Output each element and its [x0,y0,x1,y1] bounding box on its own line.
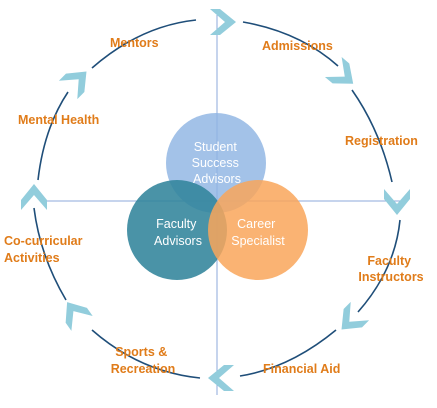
ring-arc-top-left [91,19,197,69]
chevron-left-icon [208,365,234,391]
cycle-ring [33,19,401,379]
career-specialist-circle [208,180,308,280]
chevron-down-left-icon [341,301,370,330]
chevron-up-icon [21,184,47,210]
ring-arc-upper-right [351,89,393,183]
ring-arc-upper-left [37,91,69,181]
stage-label-co-curricular-activities: Co-curricular Activities [4,234,86,265]
stage-label-financial-aid: Financial Aid [263,362,340,376]
ring-arc-lower-left [33,207,67,301]
stage-label-registration: Registration [345,134,418,148]
ring-arc-top-right [242,21,339,67]
circle-label-student-success-advisors: Student Success Advisors [192,140,243,186]
stage-label-faculty-instructors: Faculty Instructors [358,254,423,284]
chevron-up-right-icon [58,71,87,100]
stage-label-sports-recreation: Sports & Recreation [111,345,176,376]
stage-label-mentors: Mentors [110,36,159,50]
circle-label-faculty-advisors: Faculty Advisors [154,217,202,248]
stage-label-mental-health: Mental Health [18,113,99,127]
chevron-down-icon [384,189,410,215]
chevron-arrows [21,9,410,391]
chevron-right-icon [324,57,354,84]
chevron-up-left-icon [65,302,93,331]
stage-label-admissions: Admissions [262,39,333,53]
ring-arc-bottom-right [239,329,337,377]
cycle-stage-labels: Admissions Registration Faculty Instruct… [4,36,424,376]
faculty-advisors-circle [127,180,227,280]
ring-arc-lower-right [357,219,401,313]
center-circles: Student Success Advisors Faculty Advisor… [127,113,308,280]
chevron-right-icon [210,9,236,35]
circle-label-career-specialist: Career Specialist [231,217,285,248]
ring-arc-bottom-left [91,329,201,379]
